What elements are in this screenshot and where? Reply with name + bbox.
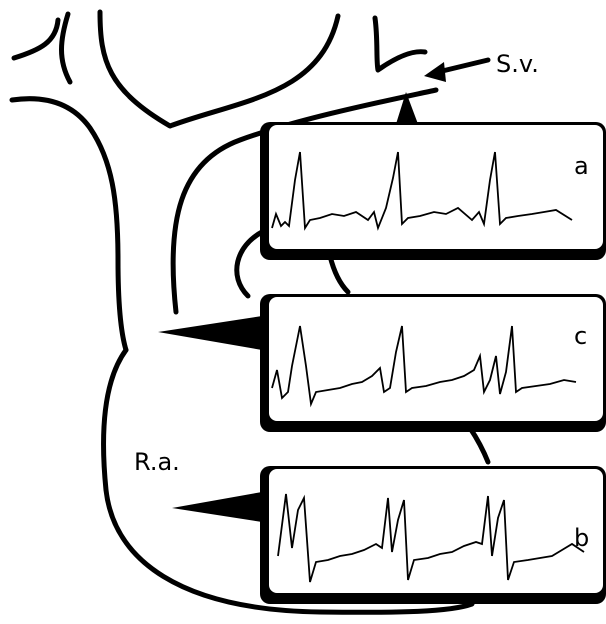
vessel-central-trunk: [100, 12, 338, 126]
pointer-c: [158, 316, 262, 350]
connector-a-c: [330, 256, 348, 292]
superior-vena-cava-wall: [12, 99, 126, 350]
catheter-loop: [237, 232, 262, 296]
panel-c-label: c: [574, 322, 587, 350]
ecg-panel-b: b: [260, 466, 606, 604]
vessel-left-upper-branch: [14, 20, 58, 58]
panel-b-face: [268, 468, 604, 594]
sv-arrow-head: [424, 62, 446, 82]
sv-annotation: S.v.: [424, 50, 539, 82]
ecg-panel-c: c: [260, 294, 606, 432]
ra-label: R.a.: [134, 448, 180, 476]
connector-c-b: [470, 428, 488, 462]
vessel-left-upper-branch-2: [62, 14, 71, 82]
panel-a-face: [268, 124, 604, 250]
panel-b-label: b: [574, 524, 589, 552]
pointer-b: [172, 492, 262, 522]
sv-label: S.v.: [496, 50, 539, 78]
ecg-panel-a: a: [260, 122, 606, 260]
panel-c-face: [268, 296, 604, 422]
vessel-right-upper-branch: [375, 18, 425, 70]
panel-a-label: a: [574, 152, 589, 180]
